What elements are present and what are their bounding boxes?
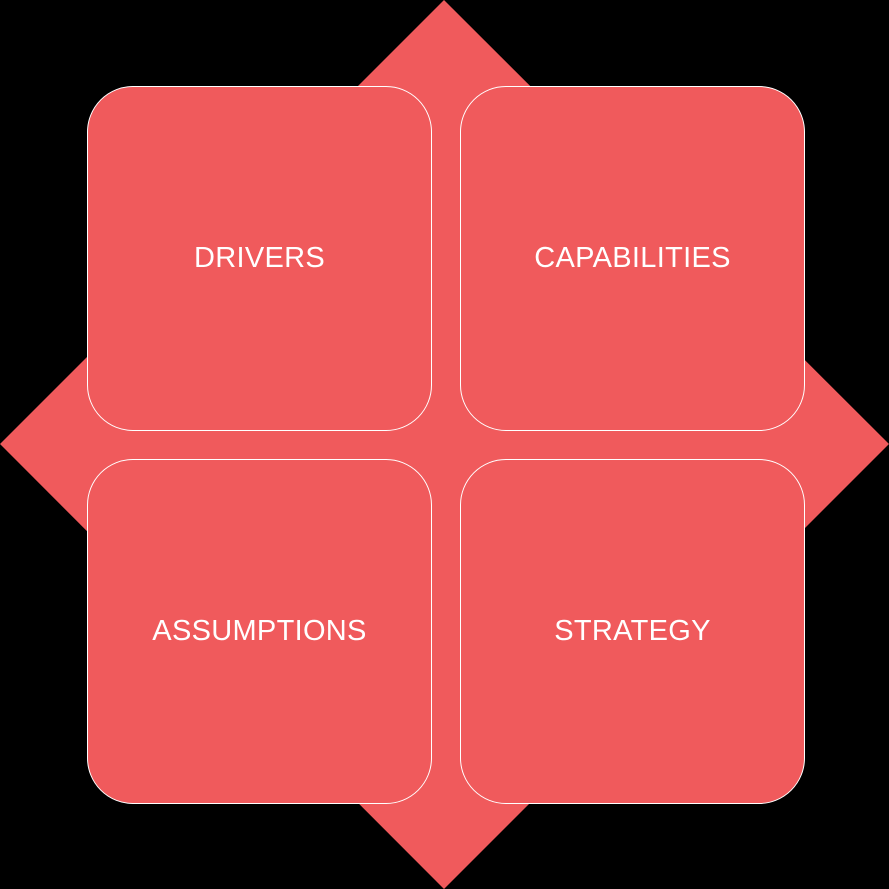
quadrant-assumptions: ASSUMPTIONS [87,459,432,804]
quadrant-drivers: DRIVERS [87,86,432,431]
quadrant-label: DRIVERS [193,242,325,274]
quadrant-strategy: STRATEGY [460,459,805,804]
quadrant-label: STRATEGY [554,615,711,647]
quadrant-capabilities: CAPABILITIES [460,86,805,431]
quadrant-label: ASSUMPTIONS [152,615,367,647]
quadrant-label: CAPABILITIES [534,242,731,274]
